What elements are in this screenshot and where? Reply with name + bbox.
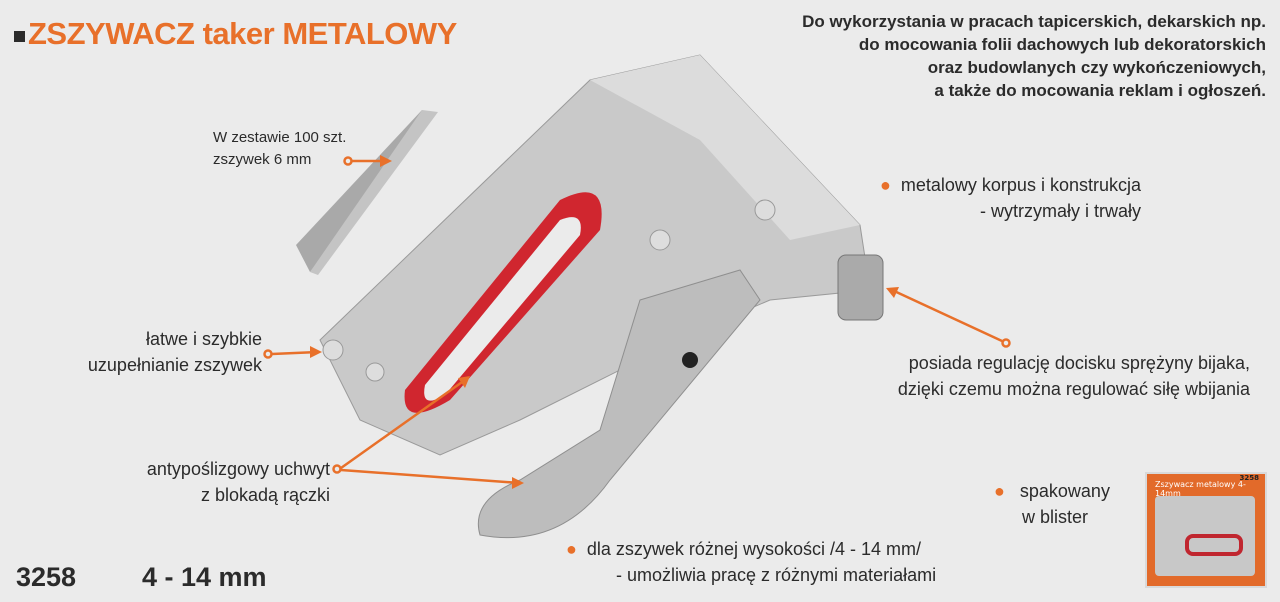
description-line: do mocowania folii dachowych lub dekorat… [858, 35, 1266, 54]
rivet [649, 229, 671, 251]
callout-refill: łatwe i szybkie uzupełnianie zszywek [40, 326, 262, 378]
rivet [322, 339, 344, 361]
blister-grip [1185, 534, 1243, 556]
callout-line: - wytrzymały i trwały [979, 201, 1141, 221]
square-bullet-icon [14, 31, 25, 42]
product-title: ZSZYWACZ taker METALOWY [14, 16, 457, 52]
callout-line: w blister [1022, 507, 1089, 527]
lock-button [682, 352, 698, 368]
callout-line: dla zszywek różnej wysokości /4 - 14 mm/ [586, 539, 921, 559]
callout-package: ● spakowany w blister [994, 478, 1110, 530]
callout-line: z blokadą rączki [200, 485, 330, 505]
callout-line: W zestawie 100 szt. [213, 129, 347, 146]
stapler-body [319, 54, 871, 456]
staple-strip-top [310, 110, 438, 275]
stapler-handle [477, 269, 761, 539]
blister-package-image: 3258 Zszywacz metalowy 4-14mm [1145, 472, 1267, 588]
description-line: Do wykorzystania w pracach tapicerskich,… [802, 12, 1266, 31]
product-code: 3258 [16, 562, 77, 592]
callout-line: posiada regulację docisku sprężyny bijak… [908, 353, 1250, 373]
description-line: a także do mocowania reklam i ogłoszeń. [934, 81, 1266, 100]
callout-line: łatwe i szybkie [145, 329, 262, 349]
callout-staples: W zestawie 100 szt. zszywek 6 mm [213, 127, 346, 171]
rivet [754, 199, 776, 221]
callout-adjust: posiada regulację docisku sprężyny bijak… [820, 350, 1250, 402]
rivet [365, 362, 385, 382]
description-line: oraz budowlanych czy wykończeniowych, [927, 58, 1266, 77]
callout-heights: ● dla zszywek różnej wysokości /4 - 14 m… [566, 536, 936, 588]
title-text: ZSZYWACZ taker METALOWY [28, 16, 457, 51]
bullet-icon: ● [994, 481, 1005, 501]
adjust-knob [837, 254, 884, 321]
callout-body: ● metalowy korpus i konstrukcja - wytrzy… [880, 172, 1141, 224]
blister-stapler [1155, 496, 1255, 576]
callout-line: dzięki czemu można regulować siłę wbijan… [897, 379, 1250, 399]
product-description: Do wykorzystania w pracach tapicerskich,… [586, 10, 1266, 102]
grip-opening [424, 217, 581, 401]
blister-title: Zszywacz metalowy 4-14mm [1155, 480, 1246, 498]
callout-line: antypoślizgowy uchwyt [146, 459, 330, 479]
callout-line: zszywek 6 mm [213, 151, 312, 168]
stapler-top [590, 55, 860, 240]
callout-line: metalowy korpus i konstrukcja [900, 175, 1141, 195]
size-range: 4 - 14 mm [142, 562, 267, 592]
bullet-icon: ● [880, 175, 891, 195]
blister-code: 3258 [1239, 474, 1259, 482]
bullet-icon: ● [566, 539, 577, 559]
callout-grip: antypoślizgowy uchwyt z blokadą rączki [80, 456, 330, 508]
callout-line: uzupełnianie zszywek [87, 355, 262, 375]
callout-line: spakowany [1019, 481, 1110, 501]
callout-line: - umożliwia pracę z różnymi materiałami [616, 565, 937, 585]
